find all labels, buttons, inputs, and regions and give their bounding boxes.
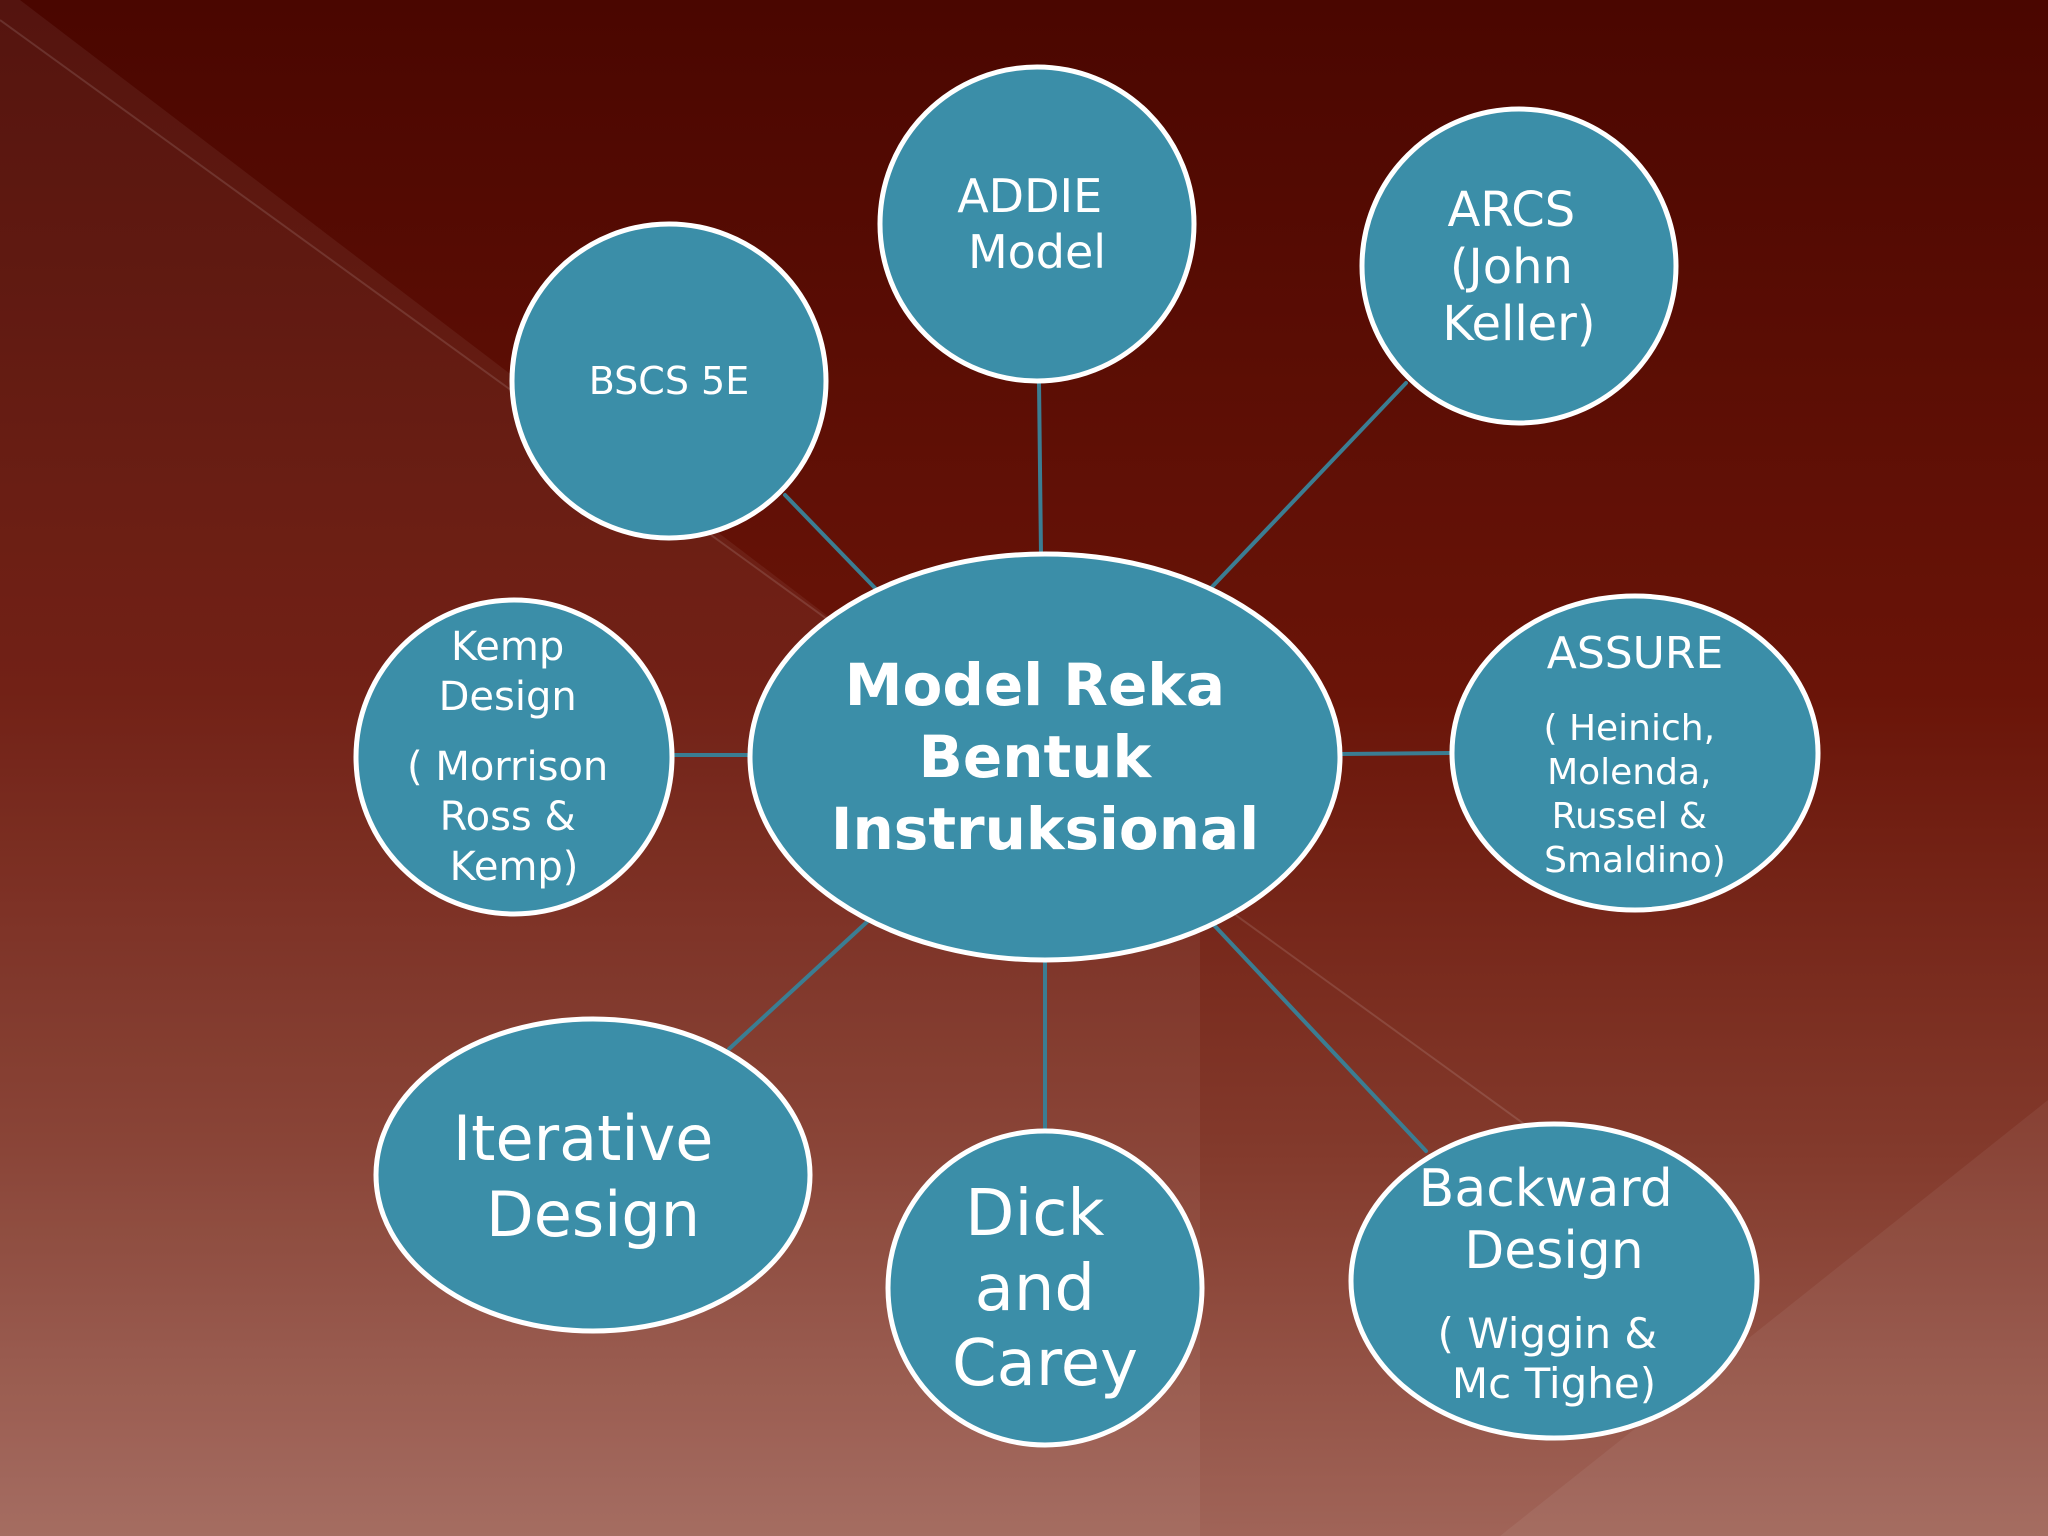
node-addie-label: ADDIE Model: [957, 169, 1117, 279]
node-bscs: [509, 221, 829, 541]
node-kemp-label: Kemp Design ( Morrison Ross & Kemp): [407, 624, 621, 890]
node-arcs: [1359, 106, 1679, 426]
node-assure: [1449, 593, 1821, 913]
background-diagonal-line: [0, 19, 1561, 1151]
connector-assure: [1338, 751, 1452, 756]
center-node-label: Model Reka Bentuk Instruksional: [831, 651, 1259, 863]
connector-bscs: [783, 493, 877, 590]
node-addie: [877, 64, 1197, 384]
nodes: [353, 64, 1821, 1448]
node-arcs-label: ARCS (John Keller): [1442, 182, 1595, 352]
labels: Model Reka Bentuk Instruksional ADDIE Mo…: [407, 169, 1726, 1408]
node-bscs-label: BSCS 5E: [589, 359, 749, 403]
node-dick-carey: [885, 1128, 1205, 1448]
node-dick-carey-label: Dick and Carey: [952, 1177, 1138, 1401]
connectors: [671, 380, 1452, 1153]
connector-iterative: [727, 919, 870, 1051]
node-iterative: [373, 1016, 813, 1334]
node-iterative-label: Iterative Design: [453, 1102, 733, 1251]
node-backward-authors: ( Wiggin & Mc Tighe): [1437, 1309, 1670, 1408]
background-facet-right: [1500, 1100, 2048, 1536]
node-kemp: [353, 597, 675, 917]
connector-arcs: [1209, 381, 1408, 590]
node-assure-label: ASSURE: [1547, 628, 1724, 679]
node-backward: [1348, 1121, 1760, 1441]
connector-backward: [1210, 921, 1428, 1153]
node-backward-label: Backward Design: [1419, 1159, 1690, 1281]
node-assure-authors: ( Heinich, Molenda, Russel & Smaldino): [1543, 708, 1726, 881]
center-node: [747, 551, 1343, 963]
connector-addie: [1037, 380, 1043, 557]
